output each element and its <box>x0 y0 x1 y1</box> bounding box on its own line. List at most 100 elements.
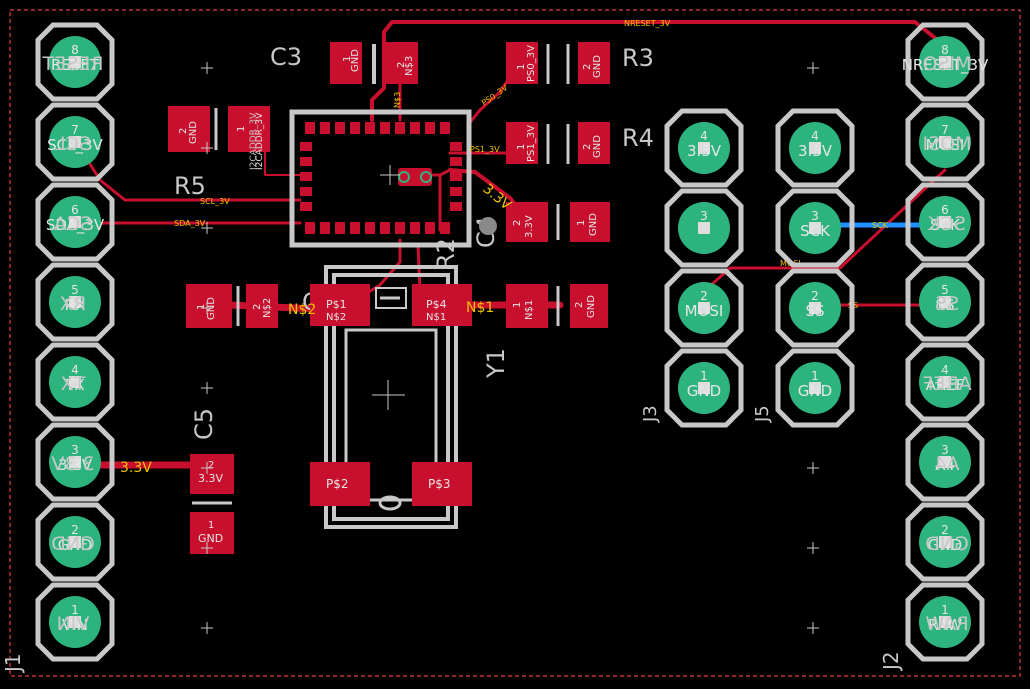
origin-cross <box>201 462 213 474</box>
origin-cross <box>201 542 213 554</box>
net-sda: SDA_3V <box>174 219 206 228</box>
crystal-y1-pads[interactable]: P$1 N$2 P$4 N$1 P$2 P$3 <box>310 284 472 506</box>
c2-pad2-net: GND <box>586 295 597 318</box>
header-pin-4[interactable]: 43.3V <box>775 108 855 188</box>
c4-pad1-net: GND <box>588 213 599 236</box>
r3-pad2-num: 2 <box>582 64 593 70</box>
pin-silk-outline <box>664 188 744 268</box>
ic-u1[interactable] <box>289 109 472 248</box>
net-labels: NRESET_3V SCL_3V SDA_3V PS0_3V PS1_3V MO… <box>120 19 889 476</box>
pin-net-label: SCL_3V <box>47 136 103 155</box>
pin-number: 3 <box>700 209 708 223</box>
pin-number: 6 <box>941 203 949 217</box>
c3-pad2-net: N$3 <box>404 56 415 76</box>
part-label-r2: R2 <box>432 238 460 270</box>
pin-silk-outline <box>35 502 115 582</box>
header-j1[interactable]: 8RESETRESET7SCL_3VSCL6SDA_3VSCA5RXRX4TXT… <box>35 22 213 662</box>
pin-hole <box>809 142 821 154</box>
pin-net-label: SDA_3V <box>46 216 105 235</box>
origin-cross <box>807 62 819 74</box>
pin-number: 8 <box>71 43 79 57</box>
pin-silk-outline <box>905 102 985 182</box>
c4-pad1-num: 1 <box>576 220 587 226</box>
pin-number: 1 <box>71 603 79 617</box>
pin-net-label: RESET <box>51 56 100 74</box>
resistor-r2[interactable]: 1 GND 2 N$2 <box>186 284 278 328</box>
capacitor-c4[interactable]: 2 3.3V 1 GND <box>506 202 610 242</box>
pin-hole <box>69 296 81 308</box>
c4-pad2-num: 2 <box>512 220 523 226</box>
pin-net-label: AREF <box>926 376 965 394</box>
header-pin-3[interactable]: 3 <box>664 188 744 268</box>
part-label-r4: R4 <box>622 124 654 152</box>
resistor-r5[interactable]: 2 GND 1 I2CADDR_3V <box>168 106 270 170</box>
crystal-y1[interactable] <box>324 265 458 529</box>
pin-net-label: GND <box>58 536 92 554</box>
header-pin-4[interactable]: 43.3V <box>664 108 744 188</box>
pin-hole <box>939 616 951 628</box>
r2-pad1-num: 1 <box>196 304 207 310</box>
capacitor-c5[interactable]: 2 3.3V 1 GND <box>190 454 234 554</box>
r5-pad2-net: GND <box>188 121 199 144</box>
origin-cross <box>201 142 213 154</box>
y1-p3-label: P$3 <box>428 477 451 491</box>
origin-cross <box>201 302 213 314</box>
r3-pad1-net: PS0_3V <box>526 45 537 82</box>
resistor-r3[interactable]: 1 PS0_3V 2 GND <box>506 42 610 84</box>
c2-pad1-num: 1 <box>512 302 523 308</box>
header-pin-3[interactable]: 33.3V3.3V <box>35 422 213 502</box>
c2-pad1-net: N$1 <box>524 300 535 320</box>
origin-cross <box>201 622 213 634</box>
pin-silk-outline <box>35 182 115 262</box>
part-label-j3: J3 <box>640 405 661 423</box>
pin-silk-outline <box>35 22 115 102</box>
c3-pad1-num: 1 <box>342 56 353 62</box>
origin-cross <box>201 382 213 394</box>
r4-pad1-num: 1 <box>516 144 527 150</box>
part-label-c3: C3 <box>270 43 302 71</box>
r4-pad2-net: GND <box>592 135 603 158</box>
pin-silk-outline <box>905 182 985 262</box>
pin-silk-outline <box>905 22 985 102</box>
pin-number: 4 <box>811 129 819 143</box>
pin-hole <box>69 376 81 388</box>
pin-hole <box>939 56 951 68</box>
pin-silk-outline <box>905 422 985 502</box>
capacitor-c2[interactable]: 1 N$1 2 GND <box>506 284 608 328</box>
origin-cross <box>807 462 819 474</box>
pin-silk-outline <box>775 348 855 428</box>
pin-number: 8 <box>941 43 949 57</box>
pin-hole <box>69 456 81 468</box>
r4-pad1-net: PS1_3V <box>526 125 537 162</box>
pin-number: 4 <box>700 129 708 143</box>
capacitor-c3[interactable]: 1 GND 2 N$3 <box>330 42 418 84</box>
pin-number: 5 <box>941 283 949 297</box>
origin-cross <box>201 222 213 234</box>
resistor-r4[interactable]: 1 PS1_3V 2 GND <box>506 122 610 164</box>
pin-number: 4 <box>71 363 79 377</box>
pin-mirrored-label: GND <box>51 533 95 555</box>
header-pin-2[interactable]: 2SS <box>775 268 855 348</box>
